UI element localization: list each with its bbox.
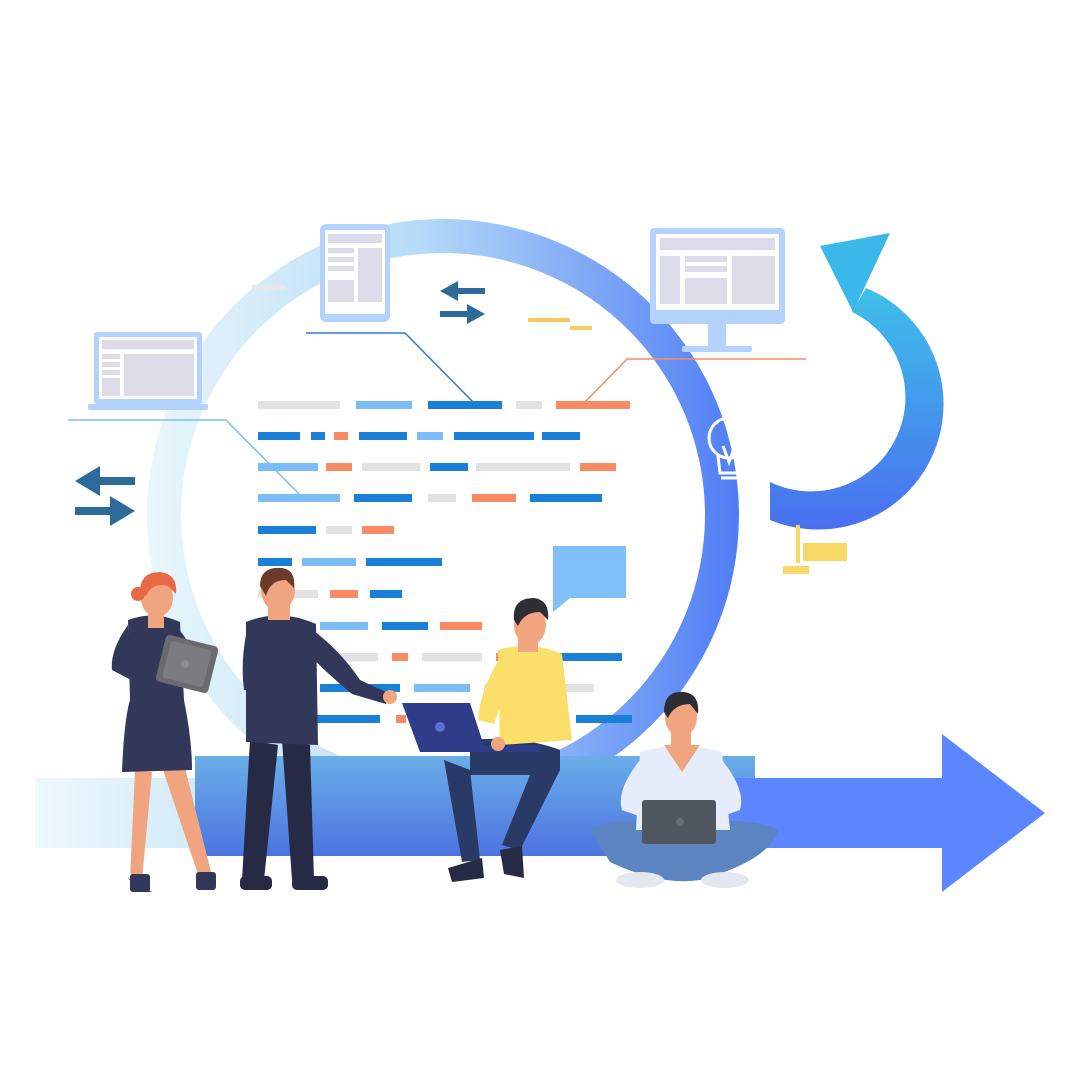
code-segment [370,590,402,598]
man-sitting-cross-legged-with-laptop [590,691,778,888]
code-segment [312,715,380,723]
code-segment [326,526,352,534]
code-segment [258,558,292,566]
code-segment [258,494,340,502]
code-segment [454,432,534,440]
code-segment [576,715,632,723]
code-segment [302,558,356,566]
code-segment [392,653,408,661]
connector-lines [68,332,806,498]
code-segment [354,494,412,502]
code-segment [356,401,412,409]
code-segment [472,494,516,502]
code-segment [258,526,316,534]
forward-arrow-icon [720,734,1045,892]
code-segment [330,590,358,598]
code-segment [428,401,502,409]
exchange-arrows-icon [440,281,485,324]
code-segment [422,653,482,661]
code-segment [556,401,630,409]
code-segment [417,432,443,440]
code-segment [542,432,580,440]
code-segment [340,653,378,661]
decorative-dashes [252,285,847,574]
speech-bubble-icon [553,546,626,612]
code-segment [430,463,468,471]
code-segment [366,558,442,566]
tablet-icon [320,224,390,322]
man-in-suit-pointing [240,567,397,890]
code-segment [311,432,325,440]
code-segment [440,622,482,630]
cycle-arrow-icon [770,233,944,530]
laptop-icon [88,332,208,410]
code-segment [396,715,406,723]
code-segment [516,401,542,409]
code-segment [362,526,394,534]
monitor-icon [650,228,785,352]
code-segment [476,463,570,471]
code-segment [580,463,616,471]
code-segment [362,463,420,471]
code-segment [530,494,602,502]
exchange-arrows-icon-left [75,466,135,526]
code-segment [326,463,352,471]
code-segment [258,463,318,471]
code-segment [359,432,407,440]
code-segment [556,653,622,661]
code-segment [320,622,368,630]
code-segment [258,401,340,409]
man-in-yellow-shirt-with-laptop [402,598,572,882]
code-segment [258,432,300,440]
code-segment [334,432,348,440]
woman-with-tablet [111,572,219,892]
code-segment [428,494,456,502]
lightbulb-icon [707,416,751,480]
code-segment [382,622,428,630]
code-segment [414,684,470,692]
